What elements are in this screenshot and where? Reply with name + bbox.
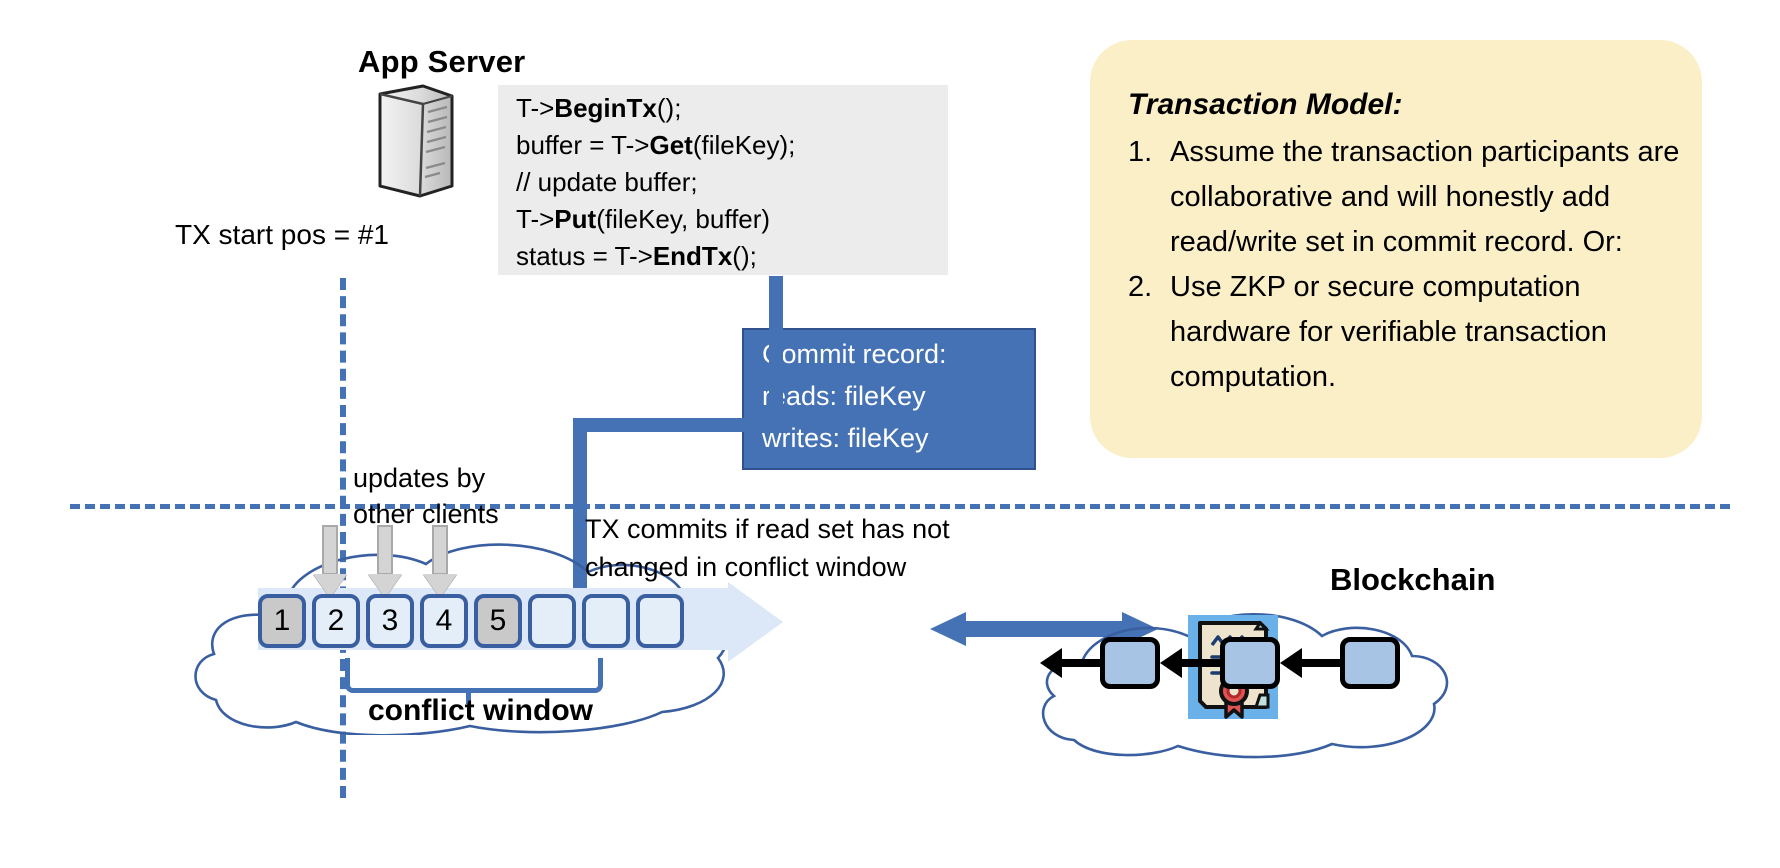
blockchain-block-row	[1040, 637, 1400, 689]
code-line: // update buffer;	[516, 167, 698, 197]
updates-by-other-clients-label: updates by other clients	[353, 463, 499, 529]
commit-record-writes: writes: fileKey	[762, 423, 929, 453]
commit-record-reads: reads: fileKey	[762, 381, 926, 411]
commit-flow-arrow-segment	[573, 418, 783, 432]
log-continues-arrow	[728, 582, 783, 662]
conflict-window-brace-tick	[466, 688, 471, 704]
code-line: status = T->EndTx();	[516, 241, 757, 271]
list-item: 2. Use ZKP or secure computation hardwar…	[1128, 265, 1688, 400]
client-server-divider	[70, 504, 1730, 509]
log-slot[interactable]	[528, 594, 576, 648]
update-arrow	[313, 525, 347, 598]
sync-double-arrow	[930, 612, 1158, 646]
tx-start-position-label: TX start pos = #1	[175, 219, 389, 250]
commit-flow-arrow-segment	[769, 276, 783, 431]
conflict-window-label: conflict window	[368, 694, 593, 727]
conflict-window-brace	[345, 658, 603, 693]
code-panel-background	[498, 85, 948, 275]
blockchain-block[interactable]	[1220, 637, 1280, 689]
tx-start-dashed-line	[340, 278, 346, 798]
blockchain-block[interactable]	[1340, 637, 1400, 689]
code-snippet: T->BeginTx(); buffer = T->Get(fileKey); …	[516, 90, 956, 275]
log-slot[interactable]: 5	[474, 594, 522, 648]
transaction-model-list: 1. Assume the transaction participants a…	[1128, 130, 1688, 400]
log-slot[interactable]: 1	[258, 594, 306, 648]
code-line: T->BeginTx();	[516, 93, 682, 123]
log-slot[interactable]: 3	[366, 594, 414, 648]
log-slot[interactable]: 2	[312, 594, 360, 648]
log-slot-row: 1 2 3 4 5	[258, 592, 684, 650]
log-slot[interactable]: 4	[420, 594, 468, 648]
transaction-model-callout	[1090, 40, 1702, 458]
blockchain-label: Blockchain	[1330, 562, 1496, 597]
commit-record-text: Commit record: reads: fileKey writes: fi…	[762, 333, 1042, 459]
list-item: 1. Assume the transaction participants a…	[1128, 130, 1688, 265]
chain-link-arrow	[1040, 648, 1100, 678]
list-item-text: Use ZKP or secure computation hardware f…	[1170, 271, 1607, 393]
log-slot[interactable]	[636, 594, 684, 648]
server-tower-icon	[378, 84, 454, 198]
list-item-number: 2.	[1128, 271, 1153, 303]
blockchain-block[interactable]	[1100, 637, 1160, 689]
code-line: T->Put(fileKey, buffer)	[516, 204, 771, 234]
list-item-number: 1.	[1128, 136, 1153, 168]
transaction-model-title: Transaction Model:	[1128, 88, 1403, 121]
log-cloud	[194, 543, 729, 735]
code-line: buffer = T->Get(fileKey);	[516, 130, 796, 160]
commit-record-box	[742, 328, 1036, 470]
chain-link-arrow	[1160, 648, 1220, 678]
log-slot[interactable]	[582, 594, 630, 648]
commit-record-title: Commit record:	[762, 339, 947, 369]
app-server-title: App Server	[358, 44, 526, 79]
update-arrow	[368, 525, 402, 598]
update-arrow	[423, 525, 457, 598]
list-item-text: Assume the transaction participants are …	[1170, 136, 1680, 258]
chain-link-arrow	[1280, 648, 1340, 678]
tx-commit-condition-label: TX commits if read set has not changed i…	[585, 514, 950, 582]
